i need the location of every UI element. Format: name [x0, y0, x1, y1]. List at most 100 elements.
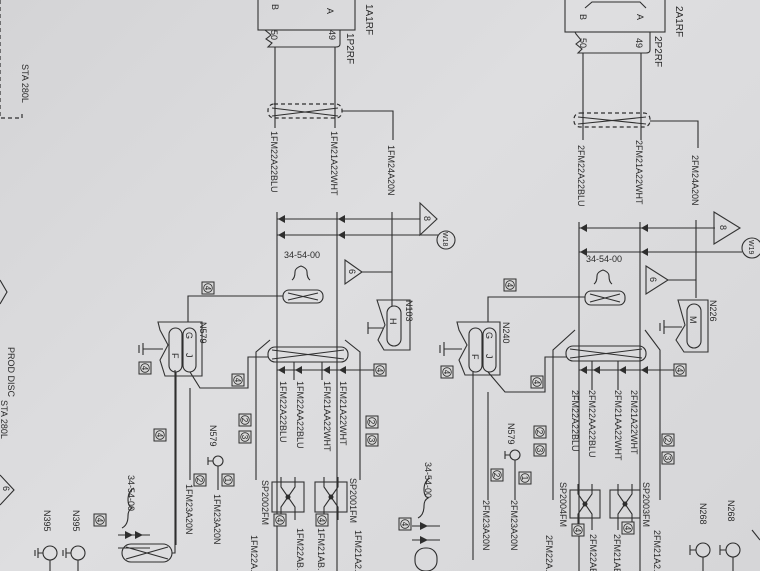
pin-oval — [686, 303, 702, 349]
box-label: N240 — [501, 322, 511, 344]
note-badge: 4 — [315, 513, 329, 527]
bottom-wire-label: 1FM23A20N — [184, 484, 194, 535]
stud-label: N268 — [698, 503, 708, 525]
badge-number: 4 — [442, 370, 451, 375]
badge-number: 2 — [663, 438, 672, 443]
wire — [472, 372, 489, 560]
wire — [487, 296, 585, 322]
splice-sp2001fm[interactable] — [314, 481, 348, 513]
left-harness: 1A1RF A B 1P2RF 50 49 1FM22A22BLU 1FM21A… — [138, 0, 456, 571]
pin-label: J — [484, 354, 494, 359]
badge-number: 4 — [140, 366, 149, 371]
badge-circle — [400, 519, 410, 529]
note-badge: 1 — [221, 473, 235, 487]
ground-box-n579[interactable] — [157, 321, 203, 377]
brace-icon — [417, 477, 431, 519]
ground-symbol-icon — [504, 451, 516, 500]
pin-a-label: A — [635, 14, 645, 20]
splice-sp2004fm[interactable] — [569, 489, 601, 519]
note-badge: 4 — [273, 513, 287, 527]
note-badge: 4 — [201, 281, 215, 295]
splice-dot — [582, 501, 588, 507]
plug-2p2rf[interactable] — [574, 31, 651, 54]
badge-number: 4 — [573, 528, 582, 533]
ground-stud-icon — [725, 542, 741, 558]
note-badge: 4 — [503, 278, 517, 292]
badge-number: 4 — [532, 380, 541, 385]
badge-circle — [155, 430, 165, 440]
note-badge: 2 — [193, 473, 207, 487]
note-badge: 4 — [138, 361, 152, 375]
triangle-label: 8 — [718, 225, 728, 230]
note-badge: 3 — [365, 433, 379, 447]
badge-circle — [675, 365, 685, 375]
connector-label: 1A1RF — [363, 4, 374, 35]
branch-wire-label: 1FM21AA22WHT — [322, 381, 332, 452]
ground-box-n226[interactable] — [675, 299, 709, 353]
badge-circle — [532, 377, 542, 387]
badge-number: 1 — [223, 478, 232, 483]
branch-wire-label: 2FM22AA22BLU — [587, 390, 597, 458]
branch-wire-label: 1FM22AA22BLU — [295, 381, 305, 449]
plug-label: 1P2RF — [344, 33, 355, 64]
splice-sp2003fm[interactable] — [609, 489, 641, 519]
ground-box-n240[interactable] — [456, 321, 501, 376]
splice-dot — [328, 494, 334, 500]
splice-sp2002fm[interactable] — [271, 481, 305, 513]
ground-stud-icon — [212, 455, 224, 467]
note-badge: 4 — [530, 375, 544, 389]
arrow-icon — [580, 366, 648, 374]
pin-label: J — [184, 353, 194, 358]
badge-number: 3 — [367, 438, 376, 443]
note-badge: 2 — [533, 425, 547, 439]
wire-label: 2FM24A20N — [690, 155, 700, 206]
twisted-pair-shield-icon — [267, 346, 349, 363]
stud-label: N395 — [42, 510, 52, 532]
partial-triangle-icon — [751, 529, 760, 541]
bottom-wire-label: 1FM22A... — [249, 535, 259, 571]
badge-number: 2 — [240, 418, 249, 423]
bottom-wire-label: 1FM21A2... — [353, 530, 363, 571]
arrow-icon — [278, 366, 346, 374]
stud-label: N395 — [71, 510, 81, 532]
ground-box-n103[interactable] — [376, 299, 411, 351]
badge-circle — [535, 445, 545, 455]
ground-stud-icon — [695, 542, 711, 558]
pin-50-label: 50 — [269, 30, 279, 40]
box-label: N103 — [404, 300, 414, 322]
note-badge: 4 — [571, 523, 585, 537]
badge-circle — [492, 470, 502, 480]
prod-disc-label: PROD DISC — [6, 347, 16, 398]
wire — [579, 361, 680, 390]
box-label: N226 — [708, 300, 718, 322]
branch-wire-label: 2FM21A22WHT — [629, 390, 639, 455]
badge-circle — [275, 515, 285, 525]
triangle-label: 6 — [648, 277, 658, 282]
ground-stud-label: N579 — [208, 425, 218, 447]
note-badge: 4 — [673, 363, 687, 377]
shield-icon — [573, 112, 651, 128]
wire — [582, 53, 642, 140]
wire — [274, 47, 336, 128]
note-badge: 2 — [238, 413, 252, 427]
wire-label: 1FM21A22WHT — [329, 131, 339, 196]
triangle-6-label: 6 — [1, 486, 11, 491]
section-ref-label: 34-54-00 — [126, 475, 136, 511]
plug-1p2rf[interactable] — [263, 29, 341, 48]
ref-circle-label: W19 — [747, 240, 754, 255]
harness-outline — [552, 329, 661, 500]
splice-label: SP2004FM — [558, 482, 568, 527]
harness-outline — [255, 339, 361, 480]
arrow-icon — [580, 224, 648, 256]
pin-b-label: B — [270, 4, 280, 10]
left-margin: STA 280L PROD DISC STA 280L 6 34-54-00 N… — [0, 0, 176, 571]
badge-number: 4 — [275, 518, 284, 523]
badge-circle — [240, 415, 250, 425]
arrow-icon — [278, 215, 345, 239]
triangle-6-icon — [344, 258, 363, 286]
note-badge: 4 — [373, 363, 387, 377]
twisted-pair-shield-icon — [584, 290, 626, 306]
shield-icon — [267, 103, 343, 119]
